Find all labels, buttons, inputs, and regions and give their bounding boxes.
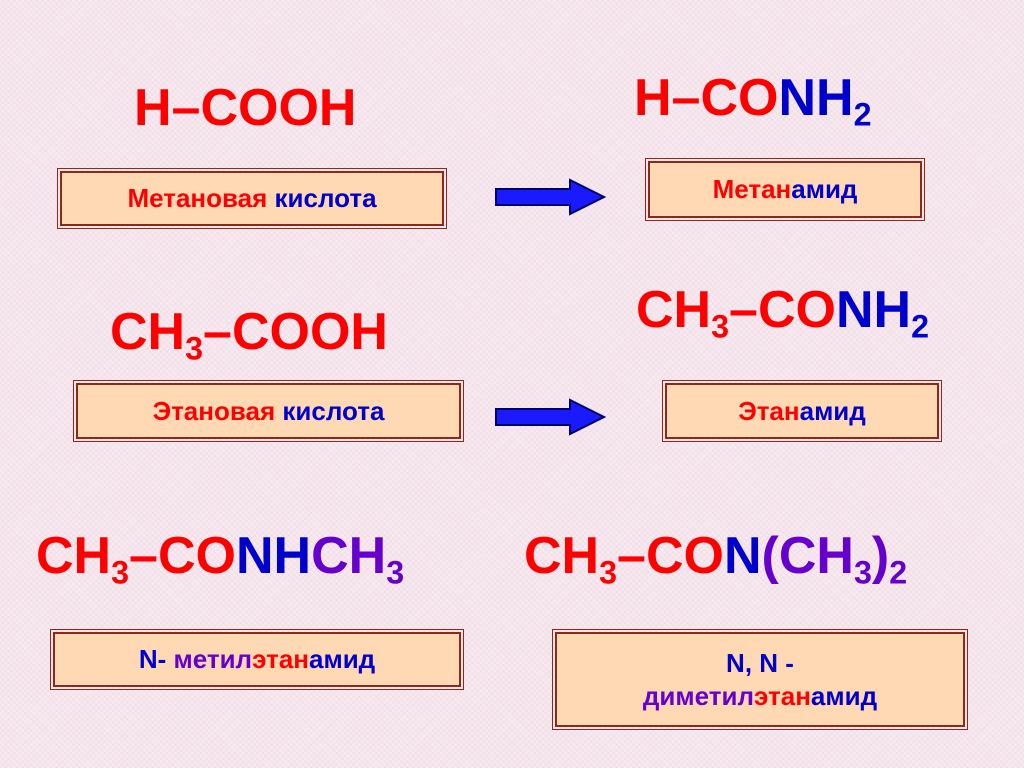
formula-part: –COOH	[203, 303, 388, 361]
label-part: амид	[810, 680, 878, 711]
formula-part: (	[761, 527, 779, 585]
formula-subscript: 3	[599, 554, 618, 591]
formula-methanamide: H–CONH2	[634, 69, 872, 130]
formula-part: –CO	[729, 281, 836, 339]
label-part: Этановая	[152, 395, 283, 426]
formula-text: H–COOH	[134, 79, 357, 137]
label-n-n-dimethylethanamide: N, N - диметилэтанамид	[552, 629, 968, 730]
formula-subscript: 3	[386, 554, 405, 591]
formula-subscript: 3	[185, 330, 204, 367]
formula-part: H–CO	[634, 69, 779, 127]
formula-ethanoic-acid: CH3–COOH	[110, 303, 388, 364]
formula-part: CH	[311, 527, 387, 585]
label-part: этан	[252, 644, 309, 675]
label-methanamide: Метанамид	[645, 158, 925, 221]
formula-subscript: 3	[853, 554, 872, 591]
label-part: кислота	[282, 395, 385, 426]
label-part: кислота	[274, 183, 377, 214]
label-part: Этан	[738, 395, 800, 426]
label-part: амид	[799, 395, 866, 426]
label-part: метил	[173, 644, 253, 675]
label-part: Метановая	[127, 183, 275, 214]
formula-part: NH	[235, 527, 312, 585]
label-line: N, N -	[726, 648, 794, 678]
formula-part: CH	[524, 527, 600, 585]
formula-methanoic-acid: H–COOH	[134, 82, 356, 134]
formula-n-methylethanamide: CH3–CONHCH3	[36, 527, 404, 588]
label-methanoic-acid: Метановая кислота	[57, 168, 447, 229]
formula-subscript: 3	[711, 308, 730, 345]
label-part: амид	[791, 174, 858, 205]
label-part: N-	[138, 644, 174, 675]
formula-part: CH	[110, 303, 186, 361]
formula-part: )	[871, 527, 890, 585]
label-part: этан	[753, 680, 811, 711]
arrow-right-icon	[495, 178, 606, 216]
formula-subscript: 2	[853, 96, 872, 133]
formula-part: CH	[778, 527, 854, 585]
formula-part: CH	[36, 527, 112, 585]
formula-subscript: 2	[911, 308, 930, 345]
formula-n-n-dimethylethanamide: CH3–CON(CH3)2	[524, 527, 907, 588]
formula-subscript: 2	[889, 554, 908, 591]
formula-part: NH	[835, 281, 912, 339]
label-part: диметил	[642, 680, 754, 711]
label-part: амид	[309, 644, 376, 675]
arrow-right-icon	[495, 398, 606, 436]
formula-part: –CO	[129, 527, 236, 585]
formula-part: –CO	[617, 527, 724, 585]
formula-ethanamide: CH3–CONH2	[636, 281, 929, 342]
formula-part: CH	[636, 281, 712, 339]
label-part: Метан	[712, 174, 792, 205]
formula-part: N	[723, 527, 762, 585]
formula-subscript: 3	[111, 554, 130, 591]
formula-part: NH	[778, 69, 854, 127]
label-ethanamide: Этанамид	[662, 380, 942, 442]
label-ethanoic-acid: Этановая кислота	[73, 380, 464, 442]
label-n-methylethanamide: N- метилэтанамид	[50, 629, 464, 690]
